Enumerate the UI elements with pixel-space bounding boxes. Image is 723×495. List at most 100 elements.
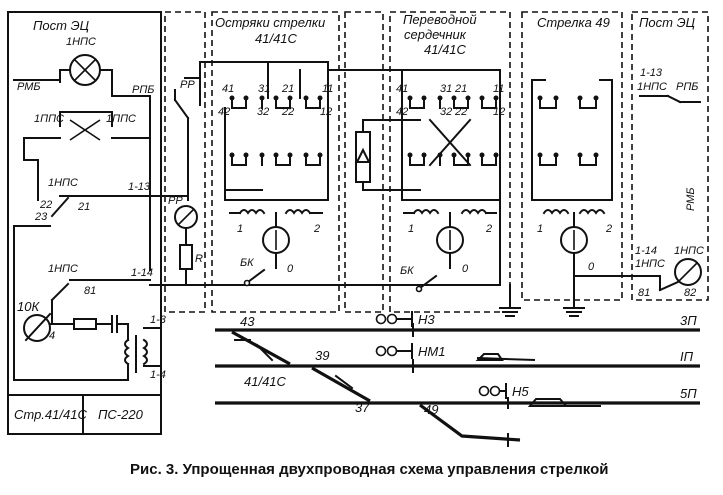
motor2-two: 2: [485, 223, 492, 235]
c12-label-a: 12: [320, 106, 332, 118]
post-right-title: Пост ЭЦ: [639, 15, 696, 30]
bk1-label: БК: [240, 257, 254, 269]
nps2-right-label: 1НПС: [674, 245, 704, 257]
track-1p-label: IП: [680, 349, 694, 364]
t14b-label: 1-4: [150, 369, 166, 381]
t13-label: 1-3: [150, 314, 167, 326]
ground-symbol-2: [563, 307, 585, 317]
platform-5: [527, 398, 569, 407]
signal-h5: Н5: [478, 383, 529, 399]
strelka-circuit: 1 2 0: [531, 79, 661, 317]
track-branch-49: [419, 403, 521, 442]
c4-label: 4: [49, 330, 55, 342]
track-5p-label: 5П: [680, 386, 697, 401]
signal-h3: Н3: [375, 311, 435, 337]
rmb-right-label: РМБ: [685, 187, 697, 211]
figure-caption: Рис. 3. Упрощенная двухпроводная схема у…: [130, 461, 608, 478]
box-left-label: Стр.41/41С: [14, 407, 87, 422]
motor1-zero: 0: [287, 263, 294, 275]
c82-right-label: 82: [684, 287, 696, 299]
rr-mid-label: РР: [168, 195, 183, 207]
rr-resistor: [179, 244, 193, 270]
c23-label: 23: [34, 211, 48, 223]
perevodnoy-circuit: 41 31 21 11 42 32 22 12 1 2: [396, 69, 521, 317]
post-left-frame: [7, 11, 162, 435]
c21-label-a: 21: [281, 83, 294, 95]
c81-left-label: 81: [84, 285, 96, 297]
switch-49-label: 49: [424, 402, 438, 417]
k10-label: 10К: [17, 299, 40, 314]
c41-label-a: 41: [222, 83, 234, 95]
motor2-zero: 0: [462, 263, 469, 275]
diode-frame: [344, 11, 384, 313]
resistor-box: [73, 318, 97, 330]
nps-top-label: 1НПС: [66, 36, 96, 48]
t113-left-label: 1-13: [128, 181, 151, 193]
switch-43-label: 43: [240, 314, 255, 329]
diode-circuit: [327, 69, 501, 191]
strelka-title: Стрелка 49: [537, 15, 610, 30]
switch-37-label: 37: [355, 400, 370, 415]
nps-low-label: 1НПС: [48, 263, 78, 275]
t114-right-label: 1-14: [635, 245, 657, 257]
diode-symbol: [355, 147, 371, 163]
perevodnoy-title-1: Переводной: [403, 12, 477, 27]
platform-1: [475, 353, 504, 361]
ostryaki-sub: 41/41С: [255, 31, 298, 46]
c21-label: 21: [77, 201, 90, 213]
signal-hm1: НМ1: [375, 343, 445, 373]
left-post-circuit: 1НПС РМБ РПБ 1ППС 1ППС 1НПС 1-13 22 23 2…: [13, 36, 167, 422]
motor3-zero: 0: [588, 261, 595, 273]
c21-label-b: 21: [454, 83, 467, 95]
ostryaki-circuit: 41 31 21 11 42 32 22 12 1 2: [199, 61, 333, 287]
switch-39-label: 39: [315, 348, 329, 363]
box-right-label: ПС-220: [98, 407, 144, 422]
signal-h3-label: Н3: [418, 312, 435, 327]
nps-mid-label: 1НПС: [48, 177, 78, 189]
track-layout: 43 39 41/41С 37 49 Н3 НМ1 Н5: [215, 311, 700, 447]
ostryaki-frame: [211, 11, 340, 313]
pps-right-label: 1ППС: [106, 113, 136, 125]
c32-label-a: 32: [257, 106, 269, 118]
ostryaki-title: Остряки стрелки: [215, 15, 325, 30]
nps3-right-label: 1НПС: [635, 258, 665, 270]
signal-hm1-label: НМ1: [418, 344, 445, 359]
post-right-frame: [631, 11, 709, 301]
post-left-title: Пост ЭЦ: [33, 18, 90, 33]
ostryaki-contacts: [229, 95, 323, 166]
nps-right-label: 1НПС: [637, 81, 667, 93]
nps-right-relay: [674, 258, 702, 286]
pps-left-label: 1ППС: [34, 113, 64, 125]
rr-top-label: РР: [180, 79, 195, 91]
signal-h5-label: Н5: [512, 384, 529, 399]
rmb-label: РМБ: [17, 81, 41, 93]
ground-symbol-1: [499, 307, 521, 317]
t113-right-label: 1-13: [640, 67, 663, 79]
motor2-one: 1: [408, 223, 414, 235]
c22-label: 22: [39, 199, 52, 211]
rr-relay-circuit: РР РР R: [149, 77, 501, 286]
motor1-two: 2: [313, 223, 320, 235]
rpb-right-label: РПБ: [676, 81, 698, 93]
track-3p-label: 3П: [680, 313, 697, 328]
rpb-label: РПБ: [132, 84, 154, 96]
c81-right-label: 81: [638, 287, 650, 299]
switch-41-label: 41/41С: [244, 374, 287, 389]
motor1-one: 1: [237, 223, 243, 235]
t114-left-label: 1-14: [131, 267, 153, 279]
relay-frame: [164, 11, 206, 313]
bk2-label: БК: [400, 265, 414, 277]
perevodnoy-sub: 41/41С: [424, 42, 467, 57]
perevodnoy-frame: [389, 11, 511, 313]
k10-meter: [23, 314, 51, 342]
motor3-two: 2: [605, 223, 612, 235]
panel-frames: [7, 11, 709, 435]
c32-label-b: 32: [440, 106, 452, 118]
perevodnoy-contacts: [407, 95, 499, 167]
c11-label-b: 11: [493, 83, 504, 95]
r-label: R: [195, 253, 203, 265]
right-post-circuit: 1-13 1НПС РПБ РМБ 1-14 1НПС 1НПС 81 82: [635, 67, 704, 299]
strelka-contacts: [537, 95, 599, 166]
motor3-one: 1: [537, 223, 543, 235]
